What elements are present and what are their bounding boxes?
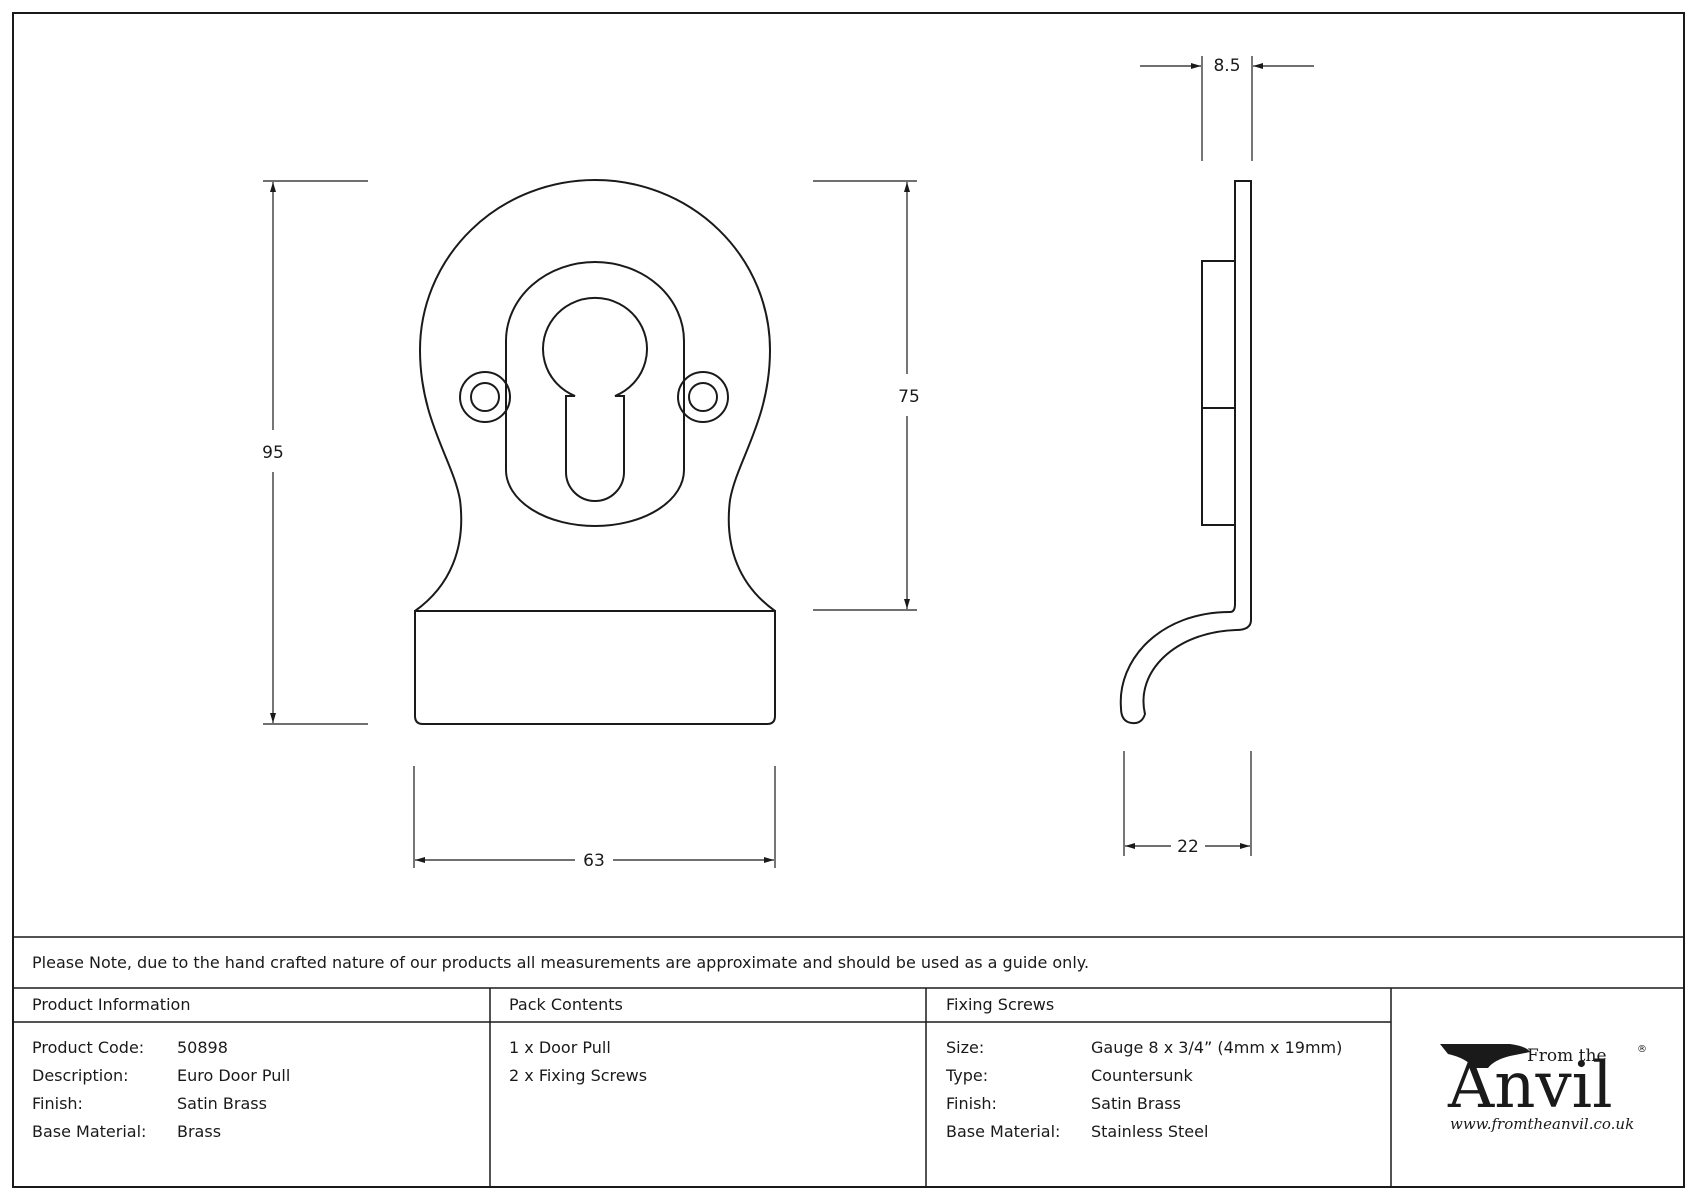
front-view bbox=[414, 179, 776, 725]
side-boss-lower bbox=[1201, 407, 1236, 526]
anvil-icon bbox=[1440, 1044, 1530, 1068]
pull-lip bbox=[414, 610, 776, 725]
base-material-value: Brass bbox=[177, 1122, 221, 1141]
dim-height-total: 95 bbox=[262, 443, 284, 463]
description-value: Euro Door Pull bbox=[177, 1066, 290, 1085]
product-code-value: 50898 bbox=[177, 1038, 228, 1057]
dim-width: 63 bbox=[583, 851, 605, 871]
screw-finish-label: Finish: bbox=[946, 1094, 997, 1113]
side-view bbox=[1119, 180, 1252, 725]
escutcheon-boss bbox=[505, 261, 685, 527]
screw-size-value: Gauge 8 x 3/4” (4mm x 19mm) bbox=[1091, 1038, 1342, 1057]
screw-finish-value: Satin Brass bbox=[1091, 1094, 1181, 1113]
dim-thickness: 8.5 bbox=[1213, 56, 1240, 76]
description-label: Description: bbox=[32, 1066, 129, 1085]
screw-base-material-label: Base Material: bbox=[946, 1122, 1060, 1141]
dim-projection: 22 bbox=[1177, 837, 1199, 857]
info-table-lines bbox=[13, 936, 1684, 1187]
logo-from-the: From the bbox=[1527, 1046, 1607, 1066]
product-code-label: Product Code: bbox=[32, 1038, 144, 1057]
logo-website-url: www.fromtheanvil.co.uk bbox=[1450, 1115, 1634, 1133]
from-the-anvil-logo: From the Anvil ® www.fromtheanvil.co.uk bbox=[1440, 1044, 1647, 1133]
fixing-hole-left-outer bbox=[459, 371, 511, 423]
product-info-header: Product Information bbox=[32, 995, 190, 1014]
sheet-border bbox=[12, 12, 1685, 1188]
pack-item-door-pull: 1 x Door Pull bbox=[509, 1038, 611, 1057]
fixing-hole-left-inner bbox=[470, 382, 500, 412]
dim-height-upper: 75 bbox=[898, 387, 920, 407]
finish-value: Satin Brass bbox=[177, 1094, 267, 1113]
pack-contents-header: Pack Contents bbox=[509, 995, 623, 1014]
side-profile bbox=[1119, 180, 1252, 725]
backplate-outline bbox=[414, 179, 776, 612]
logo-anvil-wordmark: Anvil bbox=[1447, 1049, 1613, 1123]
fixing-screws-header: Fixing Screws bbox=[946, 995, 1054, 1014]
logo-registered-mark: ® bbox=[1637, 1044, 1647, 1055]
base-material-label: Base Material: bbox=[32, 1122, 146, 1141]
screw-type-value: Countersunk bbox=[1091, 1066, 1194, 1085]
side-view-dimensions bbox=[1123, 56, 1314, 856]
screw-size-label: Size: bbox=[946, 1038, 984, 1057]
screw-base-material-value: Stainless Steel bbox=[1091, 1122, 1208, 1141]
fixing-hole-right-outer bbox=[677, 371, 729, 423]
finish-label: Finish: bbox=[32, 1094, 83, 1113]
disclaimer-note: Please Note, due to the hand crafted nat… bbox=[32, 953, 1089, 972]
fixing-hole-right-inner bbox=[688, 382, 718, 412]
side-boss-upper bbox=[1201, 260, 1236, 409]
screw-type-label: Type: bbox=[945, 1066, 988, 1085]
pack-item-fixing-screws: 2 x Fixing Screws bbox=[509, 1066, 647, 1085]
front-view-dimensions bbox=[263, 180, 917, 868]
euro-cylinder-cutout bbox=[542, 296, 648, 502]
